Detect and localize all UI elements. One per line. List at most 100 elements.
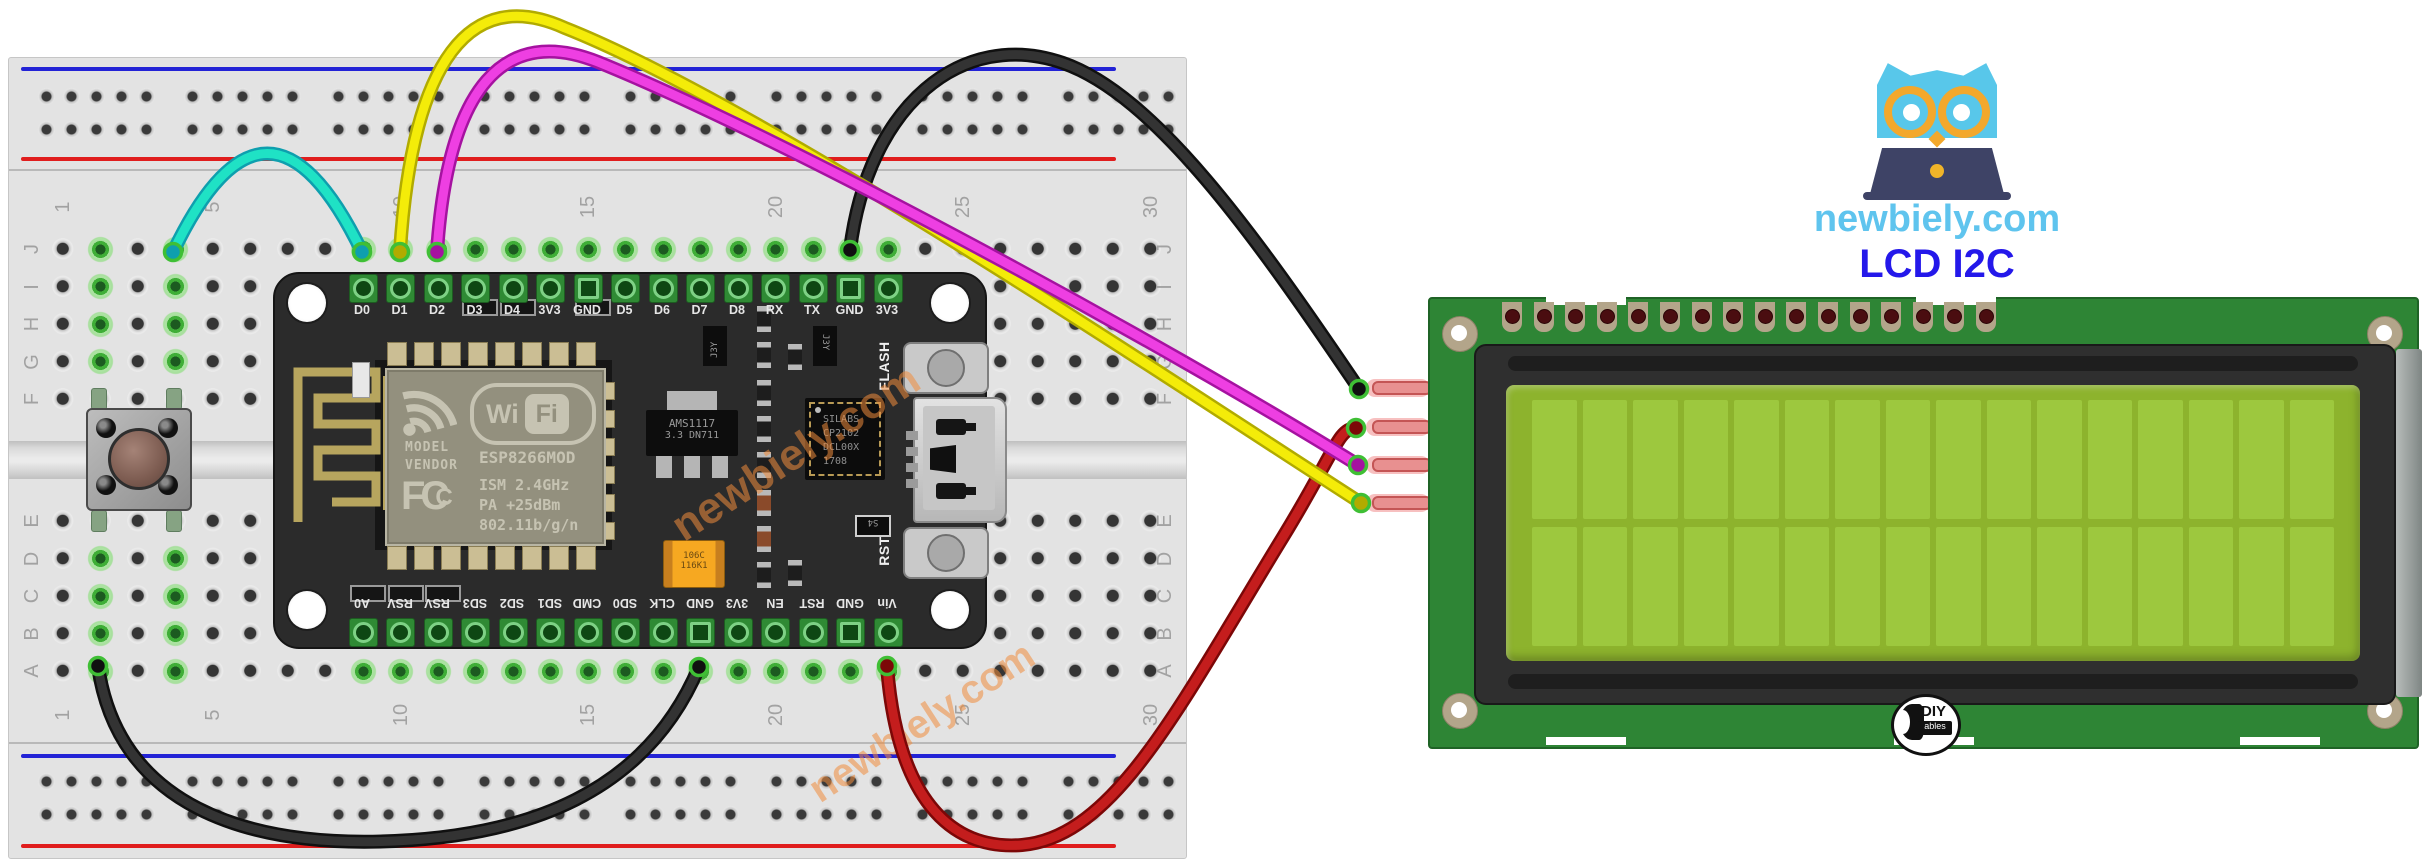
solder-jumper (388, 585, 424, 602)
pin-hole (877, 621, 899, 643)
nodemcu-pin-A0 (348, 617, 378, 647)
nodemcu-pin-D3 (461, 273, 490, 303)
connected-hole (162, 310, 189, 338)
usb-finger (906, 479, 918, 488)
pin-hole (465, 277, 486, 299)
module-pad (522, 342, 542, 366)
lcd-cell (1532, 527, 1577, 646)
breadboard-label: B (1153, 626, 1176, 641)
lcd-pin (1881, 302, 1902, 332)
lcd-pin-hole (1599, 309, 1615, 324)
power-rail-holes (909, 80, 1035, 146)
power-rail-holes (617, 80, 743, 146)
regulator-label: 3.3 DN711 (664, 430, 720, 441)
breadboard-label: E (20, 514, 43, 528)
usb-finger (906, 447, 918, 456)
lcd-side-clip (2396, 349, 2422, 697)
nodemcu-pin-SD2 (498, 617, 528, 647)
connected-hole (537, 657, 564, 685)
breadboard-label: H (1153, 316, 1176, 332)
connected-hole (687, 235, 714, 263)
module-pad (522, 546, 542, 570)
breadboard-label: E (1153, 514, 1176, 528)
mounting-hole (931, 284, 969, 322)
pin-hole (652, 277, 674, 299)
lcd-cell (2087, 527, 2132, 646)
breadboard-label: 5 (201, 709, 224, 721)
push-button-pin (96, 418, 116, 438)
lcd-pin-hole (1821, 309, 1836, 324)
power-rail-holes (763, 765, 889, 831)
lcd-i2c-pin (1372, 458, 1432, 472)
lcd-cell (2239, 400, 2284, 519)
lcd-pin-hole (1852, 309, 1868, 324)
pin-hole (615, 277, 636, 299)
pin-label: D8 (729, 303, 745, 317)
pin-hole (390, 277, 411, 299)
pin-hole (352, 277, 374, 299)
capacitor-label: 106C (683, 551, 705, 561)
lcd-cell (1532, 400, 1577, 519)
pin-label: 3V3 (725, 596, 749, 610)
wifi-logo: Wi Fi (470, 383, 596, 445)
power-rail-holes (33, 80, 159, 146)
lcd-pin (1976, 302, 1996, 332)
wire-tip-lcd-sda (1347, 454, 1369, 476)
power-rail-holes (617, 765, 743, 831)
lcd-bezel-groove (1508, 356, 2358, 371)
wifi-logo-wi: Wi (486, 398, 519, 429)
breadboard-label: C (20, 588, 43, 604)
lcd-pin-hole (1631, 309, 1647, 324)
connected-hole (162, 348, 189, 375)
connected-hole (724, 235, 752, 263)
breadboard-label: A (1153, 664, 1176, 678)
nodemcu-pin-D7 (686, 273, 715, 303)
reset-button (903, 527, 989, 579)
nodemcu-pin-GND (836, 273, 865, 303)
lcd-character-grid (1532, 400, 2334, 646)
module-pad (468, 546, 488, 570)
pin-hole (427, 277, 449, 299)
connected-hole (612, 235, 639, 263)
breadboard-label: F (1153, 392, 1176, 406)
lcd-i2c-pin (1372, 496, 1432, 510)
mounting-hole (288, 591, 326, 629)
esp12-shield: Wi Fi MODEL VENDOR ESP8266MOD FCC ISM 2.… (385, 368, 606, 546)
lcd-cell (1784, 527, 1829, 646)
smd-resistor (757, 526, 771, 552)
pin-hole (352, 621, 374, 643)
lcd-pin (1786, 302, 1807, 332)
nodemcu-pin-Vin (873, 617, 903, 647)
pin-label: RSV (386, 596, 413, 610)
breadboard-label: 10 (389, 703, 411, 727)
owl-logo-glasses-left (1884, 86, 1936, 138)
connected-hole (162, 273, 189, 300)
breadboard-label: J (1153, 244, 1176, 254)
breadboard-label: G (20, 353, 43, 370)
pin-label: 3V3 (538, 303, 561, 317)
module-pad (468, 342, 488, 366)
nodemcu-pin-3V3 (536, 273, 565, 303)
lcd-cell (1734, 400, 1779, 519)
module-pad (576, 342, 596, 366)
lcd-pin (1628, 302, 1649, 332)
usb-contact (930, 445, 956, 473)
connected-hole (837, 235, 864, 263)
lcd-pin-hole (1757, 309, 1773, 324)
nodemcu-pin-EN (761, 617, 790, 647)
site-name: newbiely.com (1813, 198, 2061, 240)
lcd-pin (1723, 302, 1744, 332)
breadboard-label: A (20, 664, 43, 678)
connected-hole (87, 273, 114, 300)
lcd-cell (2188, 527, 2233, 646)
push-button-pin (158, 418, 178, 438)
connected-hole (874, 235, 902, 263)
power-rail-negative-line-top (21, 67, 1116, 71)
lcd-pin-hole (1505, 309, 1520, 324)
connected-hole (162, 545, 189, 572)
laptop-dot (1930, 164, 1944, 178)
smd-resistor (788, 560, 802, 586)
pin-hole (577, 621, 599, 643)
breadboard-label: 20 (764, 195, 786, 219)
connected-hole (499, 657, 527, 685)
